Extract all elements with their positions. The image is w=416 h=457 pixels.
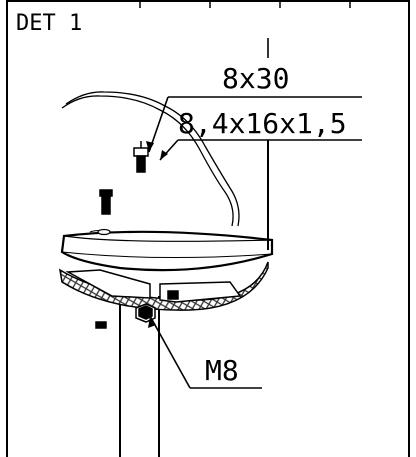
support-pole xyxy=(119,296,160,457)
power-cable xyxy=(61,95,234,227)
drawing-frame xyxy=(6,0,410,457)
power-cable-outer xyxy=(65,91,240,227)
mounting-bolt-icon xyxy=(99,189,113,215)
nut-size-label: M8 xyxy=(205,354,239,387)
leader-arrowheads xyxy=(146,141,168,328)
detail-title: DET 1 xyxy=(16,11,82,36)
washer-size-label: 8,4x16x1,5 xyxy=(178,107,347,140)
mesh-grate xyxy=(58,261,269,311)
bolt-icon xyxy=(133,141,149,173)
lamp-disc xyxy=(60,228,274,272)
bolt-size-label: 8x30 xyxy=(222,62,289,95)
